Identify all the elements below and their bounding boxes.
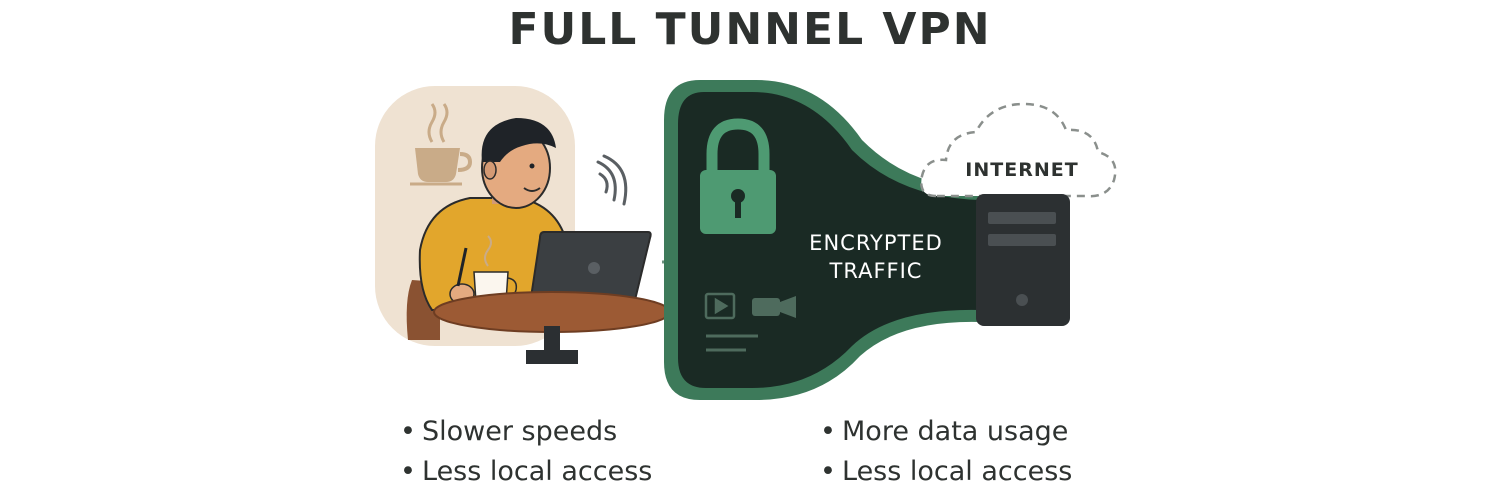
tunnel-label-line2: TRAFFIC: [829, 259, 923, 283]
table: [433, 291, 671, 364]
bullet-item: •More data usage: [820, 416, 1069, 447]
lock-icon: [700, 118, 776, 234]
bullet-item: •Slower speeds: [400, 416, 618, 447]
bullet-item: •Less local access: [820, 456, 1073, 487]
tunnel-label-line1: ENCRYPTED: [809, 231, 943, 255]
video-play-icon: [704, 292, 736, 320]
wifi-signal-icon: [596, 154, 628, 206]
internet-label: INTERNET: [965, 159, 1078, 181]
internet-cloud-icon: [920, 102, 1117, 198]
bullet-list-left: •Slower speeds •Less local access: [400, 412, 652, 492]
server-icon: [976, 194, 1070, 326]
page-title: FULL TUNNEL VPN: [508, 4, 992, 55]
bullet-item: •Less local access: [400, 456, 653, 487]
bullet-list-right: •More data usage •Less local access: [820, 412, 1072, 492]
wall-coffee-cup-icon: [410, 103, 473, 186]
video-camera-icon: [752, 296, 796, 318]
text-lines-icon: [706, 334, 758, 352]
